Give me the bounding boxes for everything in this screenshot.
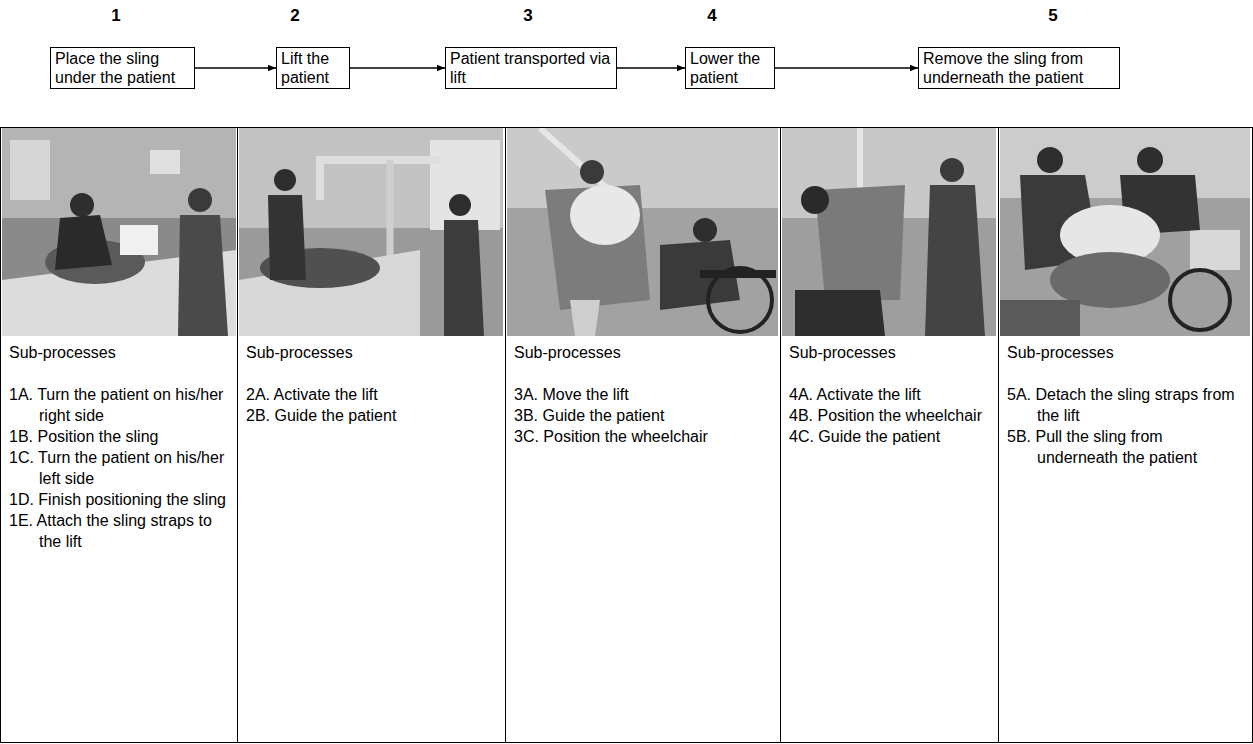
photo-detail bbox=[188, 188, 212, 212]
subprocess-item: 1A. Turn the patient on his/her right si… bbox=[9, 384, 231, 426]
photo-detail bbox=[449, 194, 471, 216]
photo-detail bbox=[178, 215, 228, 336]
photo-detail bbox=[120, 225, 158, 255]
photo-detail bbox=[1137, 147, 1163, 173]
photo-3 bbox=[507, 128, 778, 336]
panel-heading: Sub-processes bbox=[514, 342, 774, 363]
photo-detail bbox=[1190, 230, 1240, 270]
photo-detail bbox=[1000, 128, 1250, 336]
process-box: Place the sling under the patient bbox=[50, 47, 195, 89]
flow-arrow bbox=[775, 67, 918, 68]
subprocess-item: 2A. Activate the lift bbox=[246, 384, 499, 405]
subprocess-item: 1D. Finish positioning the sling bbox=[9, 489, 231, 510]
step-label: Patient transported via lift bbox=[450, 49, 612, 87]
photo-detail bbox=[801, 186, 829, 214]
subprocess-item: 2B. Guide the patient bbox=[246, 405, 499, 426]
photo-detail bbox=[795, 290, 885, 336]
photo-detail bbox=[940, 158, 964, 182]
panel-heading: Sub-processes bbox=[789, 342, 992, 363]
panel-heading: Sub-processes bbox=[1007, 342, 1246, 363]
photo-detail bbox=[2, 128, 236, 336]
photo-detail bbox=[693, 218, 717, 242]
subprocess-item: 5A. Detach the sling straps from the lif… bbox=[1007, 384, 1246, 426]
subprocess-panel: Sub-processes 5A. Detach the sling straps… bbox=[998, 127, 1253, 743]
photo-5 bbox=[1000, 128, 1250, 336]
photo-detail bbox=[570, 300, 600, 336]
process-box: Patient transported via lift bbox=[445, 47, 617, 89]
subprocess-panel: Sub-processes 1A. Turn the patient on his… bbox=[0, 127, 238, 743]
subprocess-item: 4B. Position the wheelchair bbox=[789, 405, 992, 426]
step-number: 3 bbox=[513, 6, 543, 26]
photo-detail bbox=[700, 270, 776, 278]
subprocess-item: 4C. Guide the patient bbox=[789, 426, 992, 447]
step-label: Place the sling under the patient bbox=[55, 49, 190, 87]
subprocess-item: 5B. Pull the sling from underneath the p… bbox=[1007, 426, 1246, 468]
photo-detail bbox=[782, 128, 996, 336]
step-number: 1 bbox=[101, 6, 131, 26]
photo-detail bbox=[55, 215, 112, 270]
process-box: Remove the sling from underneath the pat… bbox=[918, 47, 1120, 89]
step-number: 2 bbox=[280, 6, 310, 26]
photo-detail bbox=[430, 140, 500, 230]
photo-detail bbox=[580, 160, 604, 184]
photo-1 bbox=[2, 128, 236, 336]
step-label: Remove the sling from underneath the pat… bbox=[923, 49, 1115, 87]
subprocess-panel: Sub-processes 4A. Activate the lift4B. Po… bbox=[780, 127, 999, 743]
step-number: 4 bbox=[697, 6, 727, 26]
panel-heading: Sub-processes bbox=[246, 342, 499, 363]
subprocess-item: 3A. Move the lift bbox=[514, 384, 774, 405]
subprocess-item: 1E. Attach the sling straps to the lift bbox=[9, 510, 231, 552]
panel-heading: Sub-processes bbox=[9, 342, 231, 363]
photo-detail bbox=[70, 193, 94, 217]
photo-detail bbox=[1170, 270, 1230, 330]
photo-detail bbox=[1037, 147, 1063, 173]
photo-detail bbox=[925, 185, 985, 336]
photo-detail bbox=[1000, 300, 1080, 336]
subprocess-item: 1C. Turn the patient on his/her left sid… bbox=[9, 447, 231, 489]
flow-arrow bbox=[195, 67, 276, 68]
flow-arrow bbox=[617, 67, 685, 68]
photo-4 bbox=[782, 128, 996, 336]
photo-detail bbox=[444, 220, 484, 336]
subprocess-item: 3B. Guide the patient bbox=[514, 405, 774, 426]
photo-detail bbox=[1050, 252, 1170, 308]
photo-detail bbox=[570, 185, 640, 245]
photo-detail bbox=[545, 185, 650, 310]
process-box: Lift the patient bbox=[276, 47, 350, 89]
photo-2 bbox=[239, 128, 503, 336]
subprocess-item: 3C. Position the wheelchair bbox=[514, 426, 774, 447]
photo-detail bbox=[320, 160, 440, 200]
flow-arrow bbox=[350, 67, 445, 68]
photo-detail bbox=[507, 128, 778, 336]
subprocess-item: 4A. Activate the lift bbox=[789, 384, 992, 405]
photo-detail bbox=[274, 169, 296, 191]
step-number: 5 bbox=[1038, 6, 1068, 26]
photo-detail bbox=[268, 195, 306, 280]
subprocess-item: 1B. Position the sling bbox=[9, 426, 231, 447]
step-label: Lift the patient bbox=[281, 49, 345, 87]
photo-detail bbox=[2, 128, 236, 218]
subprocess-panel: Sub-processes 2A. Activate the lift2B. Gu… bbox=[237, 127, 506, 743]
photo-detail bbox=[239, 128, 503, 336]
process-box: Lower the patient bbox=[685, 47, 775, 89]
photo-detail bbox=[10, 140, 50, 200]
photo-detail bbox=[150, 150, 180, 174]
step-label: Lower the patient bbox=[690, 49, 770, 87]
subprocess-panel: Sub-processes 3A. Move the lift3B. Guide … bbox=[505, 127, 781, 743]
